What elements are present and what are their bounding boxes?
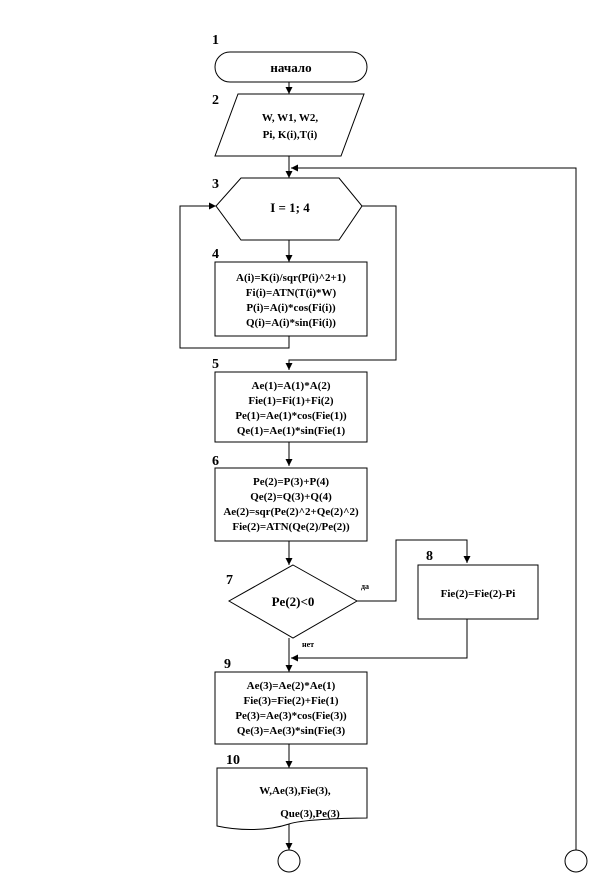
return-connector-circle [564, 849, 588, 873]
block-4-process: 4 A(i)=K(i)/sqr(P(i)^2+1) Fi(i)=ATN(T(i)… [212, 247, 368, 337]
process-box [214, 371, 368, 443]
loop-back-arrow [179, 202, 290, 349]
block-9-process: 9 Ae(3)=Ae(2)*Ae(1) Fie(3)=Fie(2)+Fie(1)… [214, 657, 368, 745]
start-label: начало [270, 60, 311, 75]
process-line: Pe(1)=Ae(1)*cos(Fie(1)) [235, 410, 347, 422]
process-line: Fie(1)=Fi(1)+Fi(2) [248, 395, 334, 407]
process-line: Fie(2)=ATN(Qe(2)/Pe(2)) [232, 521, 350, 533]
block-number: 3 [212, 177, 219, 192]
input-parallelogram [214, 93, 365, 157]
block-2-input: 2 W, W1, W2, Pi, K(i),T(i) [212, 93, 365, 157]
process-line: Qe(3)=Ae(3)*sin(Fie(3) [237, 725, 346, 737]
input-line: W, W1, W2, [262, 112, 319, 124]
block-number: 2 [212, 93, 219, 108]
block-7-decision: 7 Pe(2)<0 да нет [226, 564, 369, 649]
process-line: Fie(2)=Fie(2)-Pi [441, 588, 516, 600]
process-line: A(i)=K(i)/sqr(P(i)^2+1) [236, 272, 346, 284]
loop-exit-arrow [285, 205, 397, 370]
process-box [214, 261, 368, 337]
decision-diamond [227, 564, 359, 639]
process-line: Ae(2)=sqr(Pe(2)^2+Qe(2)^2) [223, 506, 359, 518]
block-1-start: 1 начало [212, 33, 368, 83]
decision-label: Pe(2)<0 [272, 594, 315, 609]
process-line: Qe(2)=Q(3)+Q(4) [250, 491, 332, 503]
no-label: нет [302, 640, 314, 649]
end-connector-circle [277, 849, 301, 873]
block-number: 5 [212, 357, 219, 372]
yes-label: да [361, 582, 369, 591]
process-box [214, 467, 368, 542]
process-line: Ae(3)=Ae(2)*Ae(1) [247, 680, 336, 692]
process-box [417, 564, 539, 620]
block-number: 10 [226, 753, 240, 768]
connectors [179, 82, 577, 850]
block-8-process: 8 Fie(2)=Fie(2)-Pi [417, 549, 539, 620]
process-box [214, 671, 368, 745]
block-5-process: 5 Ae(1)=A(1)*A(2) Fie(1)=Fi(1)+Fi(2) Pe(… [212, 357, 368, 443]
process-line: Fi(i)=ATN(T(i)*W) [246, 287, 337, 299]
block-number: 1 [212, 33, 219, 48]
arrow-8-merge [291, 619, 468, 662]
block-number: 9 [224, 657, 231, 672]
block-10-output: 10 W,Ae(3),Fie(3), Que(3),Pe(3) [216, 753, 368, 831]
block-number: 6 [212, 454, 219, 469]
loop-hexagon [215, 177, 363, 241]
outer-return-arrow [291, 164, 577, 850]
process-line: Q(i)=A(i)*sin(Fi(i)) [246, 317, 336, 329]
arrow-yes-8 [357, 539, 471, 602]
block-6-process: 6 Pe(2)=P(3)+P(4) Qe(2)=Q(3)+Q(4) Ae(2)=… [212, 454, 368, 542]
start-terminator [214, 51, 368, 83]
block-3-loop: 3 I = 1; 4 [212, 177, 363, 241]
process-line: Fie(3)=Fie(2)+Fie(1) [244, 695, 339, 707]
loop-label: I = 1; 4 [270, 200, 310, 215]
process-line: P(i)=A(i)*cos(Fi(i)) [246, 302, 336, 314]
block-number: 4 [212, 247, 219, 262]
block-number: 7 [226, 573, 233, 588]
process-line: Qe(1)=Ae(1)*sin(Fie(1) [237, 425, 346, 437]
process-line: Pe(3)=Ae(3)*cos(Fie(3)) [235, 710, 347, 722]
output-document-shape [216, 767, 368, 831]
process-line: Pe(2)=P(3)+P(4) [253, 476, 329, 488]
output-line: W,Ae(3),Fie(3), [259, 785, 331, 797]
input-line: Pi, K(i),T(i) [263, 129, 318, 141]
process-line: Ae(1)=A(1)*A(2) [252, 380, 331, 392]
block-number: 8 [426, 549, 433, 564]
output-line: Que(3),Pe(3) [280, 808, 340, 820]
